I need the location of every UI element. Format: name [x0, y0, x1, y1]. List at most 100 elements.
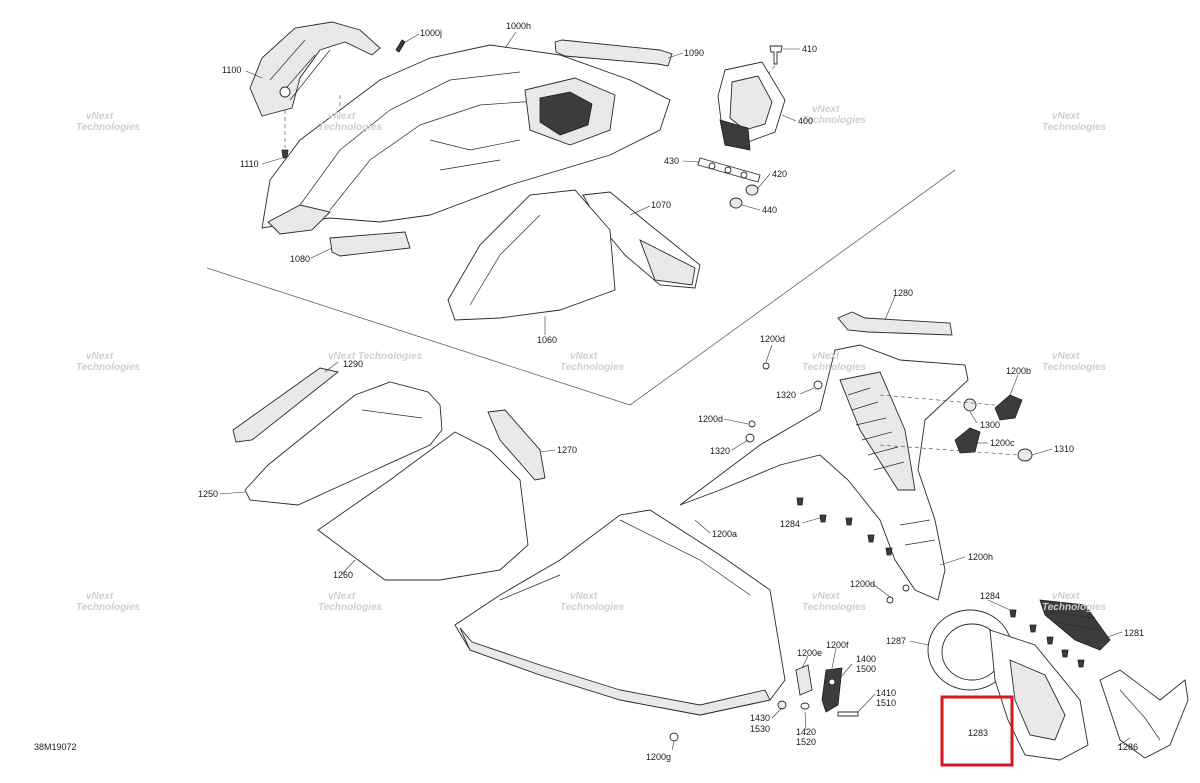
- part-1090-strip[interactable]: [554, 39, 673, 67]
- label-1410[interactable]: 1410: [876, 688, 896, 698]
- svg-text:vNext: vNext: [1052, 111, 1080, 122]
- label-1080[interactable]: 1080: [290, 254, 310, 264]
- label-1200g[interactable]: 1200g: [646, 752, 671, 762]
- label-1400[interactable]: 1400: [856, 654, 876, 664]
- label-1200d-a[interactable]: 1200d: [760, 334, 785, 344]
- svg-text:Technologies: Technologies: [76, 602, 141, 613]
- watermark-single: vNext Technologies: [328, 351, 423, 362]
- part-430-bracket[interactable]: [697, 157, 761, 183]
- part-1250-sheet[interactable]: [244, 381, 443, 506]
- label-1287[interactable]: 1287: [886, 636, 906, 646]
- part-1290-strip[interactable]: [232, 367, 340, 443]
- label-1250[interactable]: 1250: [198, 489, 218, 499]
- label-1200f[interactable]: 1200f: [826, 640, 849, 650]
- label-1320-b[interactable]: 1320: [710, 446, 730, 456]
- svg-text:vNext: vNext: [328, 111, 356, 122]
- svg-text:vNext: vNext: [1052, 351, 1080, 362]
- svg-text:vNext: vNext: [812, 104, 840, 115]
- part-1100-bracket[interactable]: [249, 21, 381, 117]
- clip-1200f[interactable]: [821, 667, 843, 713]
- fasteners-1400-1530[interactable]: [669, 678, 859, 742]
- part-1283-housing[interactable]: [989, 629, 1089, 761]
- label-1286[interactable]: 1286: [1118, 742, 1138, 752]
- label-1530[interactable]: 1530: [750, 724, 770, 734]
- watermark-line1: vNext: [1052, 591, 1080, 602]
- label-1310[interactable]: 1310: [1054, 444, 1074, 454]
- label-1200h[interactable]: 1200h: [968, 552, 993, 562]
- light-1200b[interactable]: [994, 394, 1023, 421]
- label-1200c[interactable]: 1200c: [990, 438, 1015, 448]
- label-1270[interactable]: 1270: [557, 445, 577, 455]
- grommet-420[interactable]: [745, 184, 759, 196]
- screws-1284[interactable]: [1009, 609, 1085, 668]
- part-1281-bracket[interactable]: [1039, 599, 1111, 651]
- nut-1300[interactable]: [963, 398, 977, 412]
- label-430[interactable]: 430: [664, 156, 679, 166]
- watermark-line2: Technologies: [318, 602, 383, 613]
- watermark-line1: vNext: [812, 351, 840, 362]
- label-1300[interactable]: 1300: [980, 420, 1000, 430]
- label-1060[interactable]: 1060: [537, 335, 557, 345]
- watermark-line2: Technologies: [802, 362, 867, 373]
- label-1070[interactable]: 1070: [651, 200, 671, 210]
- label-420[interactable]: 420: [772, 169, 787, 179]
- watermark-line1: vNext: [570, 591, 598, 602]
- part-1200h-fairing[interactable]: [679, 344, 969, 601]
- leader-lines: [219, 31, 1131, 751]
- label-410[interactable]: 410: [802, 44, 817, 54]
- label-1000j[interactable]: 1000j: [420, 28, 442, 38]
- label-1500[interactable]: 1500: [856, 664, 876, 674]
- label-1281[interactable]: 1281: [1124, 628, 1144, 638]
- watermark-line1: vNext: [1052, 351, 1080, 362]
- label-1320-a[interactable]: 1320: [776, 390, 796, 400]
- watermark-line1: vNext: [86, 591, 114, 602]
- part-400-light-housing[interactable]: [717, 61, 786, 151]
- watermark-line2: Technologies: [318, 122, 383, 133]
- watermark-line2: Technologies: [802, 602, 867, 613]
- fastener-1000j[interactable]: [395, 39, 406, 53]
- screws-1200d-1320[interactable]: [745, 362, 910, 604]
- label-1280[interactable]: 1280: [893, 288, 913, 298]
- part-1280-strip[interactable]: [837, 311, 953, 336]
- watermark-line2: Technologies: [76, 362, 141, 373]
- part-1060-panel[interactable]: [447, 189, 616, 321]
- label-1284-a[interactable]: 1284: [780, 519, 800, 529]
- label-1200d-b[interactable]: 1200d: [698, 414, 723, 424]
- label-1200e[interactable]: 1200e: [797, 648, 822, 658]
- watermark-line1: vNext: [1052, 111, 1080, 122]
- part-1200a-lower-panel[interactable]: [454, 509, 786, 716]
- label-400[interactable]: 400: [798, 116, 813, 126]
- label-1283[interactable]: 1283: [968, 728, 988, 738]
- watermark-line2: Technologies: [1042, 122, 1107, 133]
- part-1080-strip[interactable]: [329, 231, 411, 257]
- label-1290[interactable]: 1290: [343, 359, 363, 369]
- pin-410[interactable]: [769, 45, 783, 65]
- light-1200c[interactable]: [954, 427, 981, 454]
- label-1200d-c[interactable]: 1200d: [850, 579, 875, 589]
- label-1520[interactable]: 1520: [796, 737, 816, 747]
- grommet-440[interactable]: [729, 197, 743, 209]
- diagram-id: 38M19072: [34, 742, 77, 752]
- label-1090[interactable]: 1090: [684, 48, 704, 58]
- watermark-line2: Technologies: [1042, 602, 1107, 613]
- label-1510[interactable]: 1510: [876, 698, 896, 708]
- nut-1310[interactable]: [1017, 448, 1033, 462]
- watermark-line1: vNext: [328, 111, 356, 122]
- label-1420[interactable]: 1420: [796, 727, 816, 737]
- part-1286-cover[interactable]: [1099, 669, 1189, 759]
- label-1200a[interactable]: 1200a: [712, 529, 737, 539]
- label-440[interactable]: 440: [762, 205, 777, 215]
- watermark-line2: Technologies: [560, 362, 625, 373]
- clip-1200e[interactable]: [795, 664, 813, 696]
- label-1284-b[interactable]: 1284: [980, 591, 1000, 601]
- label-1200b[interactable]: 1200b: [1006, 366, 1031, 376]
- label-1430[interactable]: 1430: [750, 713, 770, 723]
- part-1270-strip[interactable]: [487, 409, 546, 481]
- label-1260[interactable]: 1260: [333, 570, 353, 580]
- label-1000h[interactable]: 1000h: [506, 21, 531, 31]
- label-1110[interactable]: 1110: [240, 159, 259, 169]
- label-1100[interactable]: 1100: [222, 65, 241, 75]
- part-1260-panel[interactable]: [317, 431, 529, 581]
- part-1000h-upper-body[interactable]: [261, 44, 671, 235]
- svg-text:vNext: vNext: [812, 351, 840, 362]
